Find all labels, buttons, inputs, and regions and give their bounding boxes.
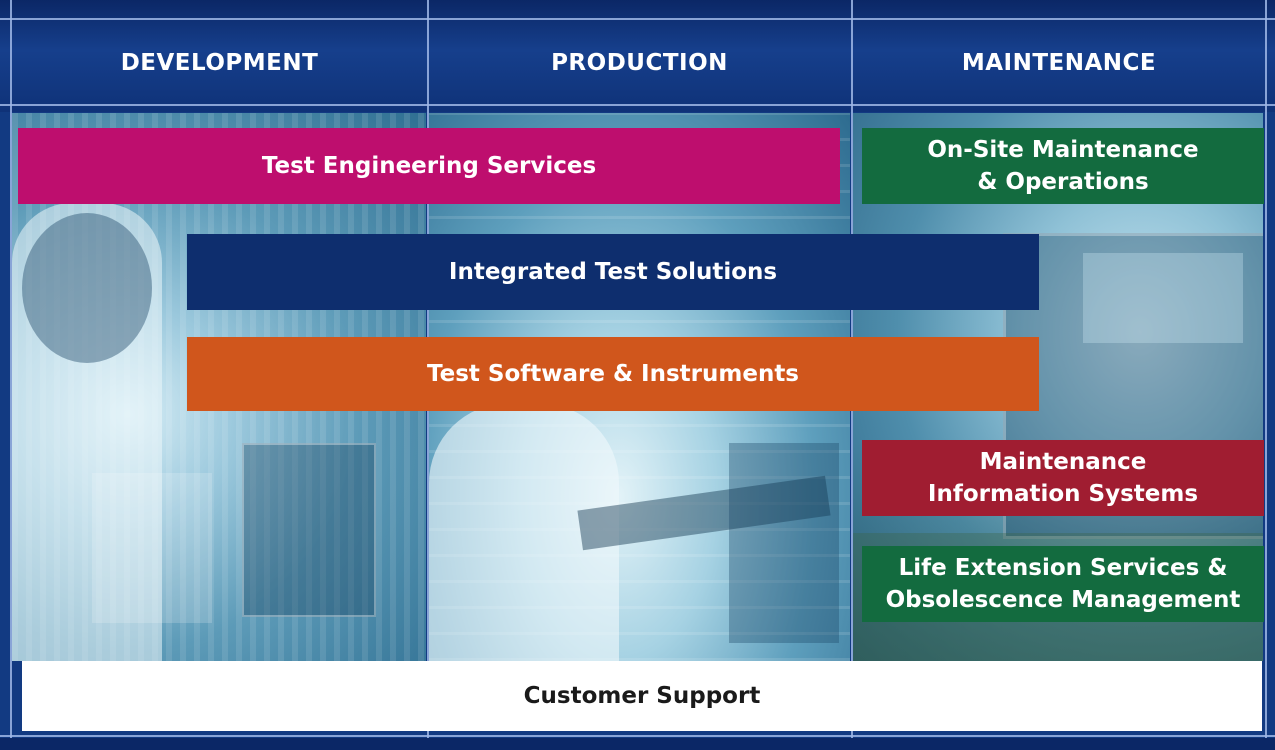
test-software-instruments-label: Test Software & Instruments bbox=[426, 361, 800, 387]
life-extension-services-box: Life Extension Services & Obsolescence M… bbox=[862, 546, 1264, 622]
on-site-maintenance-box: On-Site Maintenance & Operations bbox=[862, 128, 1264, 204]
column-title-development: DEVELOPMENT bbox=[120, 50, 319, 76]
maintenance-information-systems-line1: Maintenance bbox=[979, 449, 1147, 475]
life-extension-services-line1: Life Extension Services & bbox=[898, 555, 1228, 581]
customer-support-label: Customer Support bbox=[523, 683, 761, 709]
maintenance-information-systems-line2: Information Systems bbox=[927, 481, 1199, 507]
integrated-test-solutions-box: Integrated Test Solutions bbox=[187, 234, 1039, 310]
integrated-test-solutions-label: Integrated Test Solutions bbox=[448, 259, 778, 285]
column-title-maintenance: MAINTENANCE bbox=[961, 50, 1157, 76]
on-site-maintenance-line1: On-Site Maintenance bbox=[927, 137, 1199, 163]
column-title-production: PRODUCTION bbox=[551, 50, 728, 76]
customer-support-box: Customer Support bbox=[22, 661, 1262, 731]
test-engineering-services-label: Test Engineering Services bbox=[261, 153, 597, 179]
on-site-maintenance-line2: & Operations bbox=[977, 169, 1149, 195]
test-engineering-services-box: Test Engineering Services bbox=[18, 128, 840, 204]
bottom-band bbox=[0, 738, 1275, 750]
maintenance-information-systems-box: Maintenance Information Systems bbox=[862, 440, 1264, 516]
test-software-instruments-box: Test Software & Instruments bbox=[187, 337, 1039, 411]
life-extension-services-line2: Obsolescence Management bbox=[885, 587, 1241, 613]
